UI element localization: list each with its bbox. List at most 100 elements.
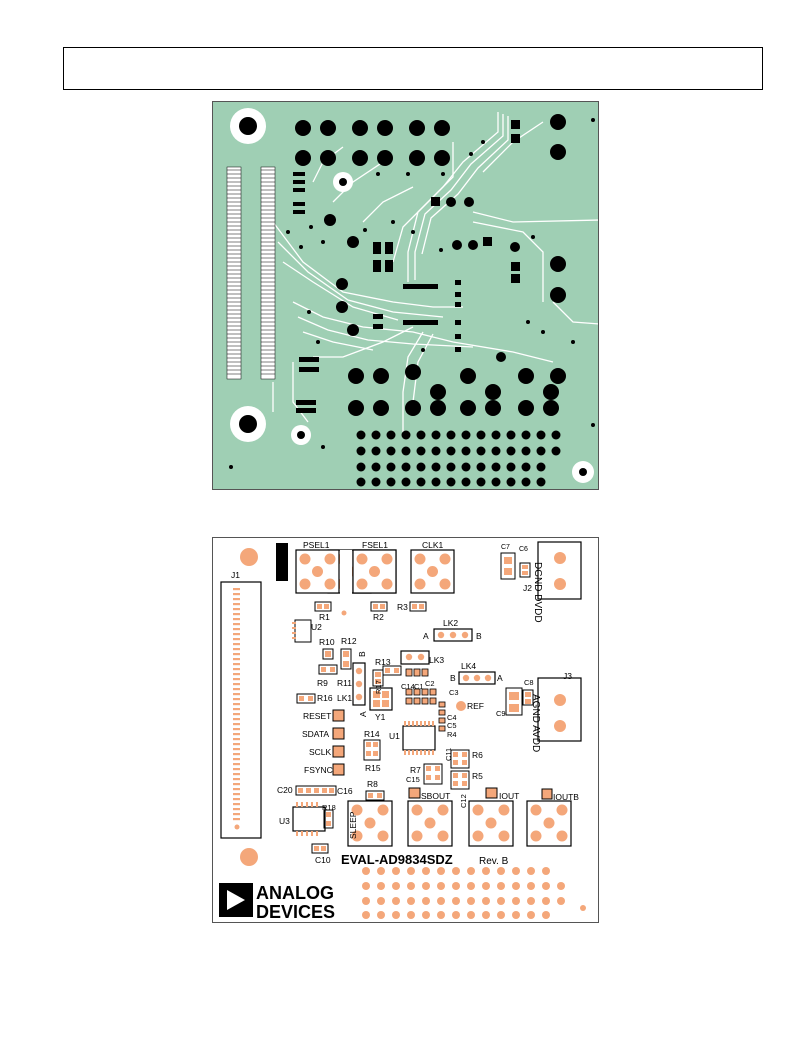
pcb-copper-layer-figure [212, 101, 599, 490]
label-c11: C11 [444, 748, 453, 761]
label-ioutb: IOUTB [553, 792, 579, 802]
label-c20: C20 [277, 785, 293, 795]
sma-connector-ioutb [526, 800, 572, 847]
label-psel1: PSEL1 [303, 540, 330, 550]
label-r7: R7 [410, 765, 421, 775]
testpoint-sclk [332, 745, 345, 758]
logo-line2: DEVICES [256, 902, 335, 922]
label-c16: C16 [337, 786, 353, 796]
label-r8: R8 [367, 779, 378, 789]
mounting-hole [240, 848, 258, 866]
label-r13: R13 [375, 657, 391, 667]
page-header-box [63, 47, 763, 90]
testpoint-sbout [408, 787, 421, 799]
label-c3: C3 [449, 688, 459, 697]
j2-terminal-outline [537, 541, 582, 600]
label-clk1: CLK1 [422, 540, 444, 550]
testpoint-ioutb [541, 788, 553, 800]
label-sdata: SDATA [302, 729, 329, 739]
sma-connector-fsel1 [352, 549, 397, 594]
label-c6: C6 [519, 546, 528, 553]
analog-devices-logo: ANALOG DEVICES [219, 883, 335, 922]
label-b-lk1: B [357, 651, 367, 657]
lk4-jumper [458, 671, 496, 685]
label-iout: IOUT [499, 791, 519, 801]
label-r15: R15 [365, 763, 381, 773]
label-sclk: SCLK [309, 747, 332, 757]
label-lk1: LK1 [337, 693, 352, 703]
testpoint-sdata [332, 727, 345, 740]
label-u1: U1 [389, 731, 400, 741]
logo-line1: ANALOG [256, 883, 334, 903]
label-reset: RESET [303, 711, 331, 721]
label-lk2-b: B [476, 631, 482, 641]
label-r6: R6 [472, 750, 483, 760]
label-c15: C15 [406, 775, 420, 784]
label-dgnd-dvdd: DGND DVDD [532, 562, 543, 623]
label-c1: C1 [414, 682, 424, 691]
label-r17: R17 [374, 680, 383, 694]
label-r10: R10 [319, 637, 335, 647]
sma-connector-psel1 [295, 549, 340, 594]
label-j3: J3 [563, 671, 572, 681]
label-c14: C14 [401, 682, 415, 691]
pcb-copper-layer-art [226, 108, 598, 487]
lk3-jumper [400, 650, 430, 665]
label-r11: R11 [337, 678, 352, 688]
label-r4: R4 [447, 730, 457, 739]
pcb-silkscreen-art: ANALOG DEVICES PSEL1 FSEL1 CLK1 C7 C6 J1… [219, 540, 586, 922]
label-r18: R18 [322, 803, 336, 812]
label-r14: R14 [364, 729, 380, 739]
mounting-hole [240, 548, 258, 566]
label-c10: C10 [315, 855, 331, 865]
j1-connector-outline [220, 581, 262, 839]
label-y1: Y1 [375, 712, 386, 722]
board-name: EVAL-AD9834SDZ [341, 852, 453, 867]
sma-connector-clk1 [410, 549, 455, 594]
lk2-jumper [433, 628, 473, 642]
jumper-block [276, 543, 288, 581]
label-r12: R12 [341, 636, 357, 646]
label-lk4: LK4 [461, 661, 476, 671]
lk1-jumper [352, 662, 366, 706]
label-r16: R16 [317, 693, 333, 703]
label-ref: REF [467, 701, 484, 711]
sma-connector-sbout [407, 800, 453, 847]
label-fsel1: FSEL1 [362, 540, 388, 550]
u3-ic-outline [292, 806, 326, 832]
label-agnd-avdd: AGND AVDD [530, 694, 541, 752]
u1-ic-outline [402, 725, 436, 751]
label-lk2: LK2 [443, 618, 458, 628]
label-r9: R9 [317, 678, 328, 688]
label-r1: R1 [319, 612, 330, 622]
label-u3: U3 [279, 816, 290, 826]
via-grid [362, 867, 586, 919]
label-c8: C8 [524, 678, 534, 687]
label-fsync: FSYNC [304, 765, 333, 775]
label-j2: J2 [523, 583, 532, 593]
label-lk4-b: B [450, 673, 456, 683]
testpoint-reset [332, 709, 345, 722]
label-c12: C12 [459, 794, 468, 808]
label-c7: C7 [501, 544, 510, 551]
pcb-silkscreen-figure: ANALOG DEVICES PSEL1 FSEL1 CLK1 C7 C6 J1… [212, 537, 599, 923]
label-c4: C4 [447, 713, 457, 722]
label-c9: C9 [496, 709, 506, 718]
label-r5: R5 [472, 771, 483, 781]
label-c5: C5 [447, 721, 457, 730]
label-lk3: LK3 [429, 655, 444, 665]
label-sbout: SBOUT [421, 791, 450, 801]
testpoint-iout [485, 787, 498, 799]
sma-connector-sleep [347, 800, 393, 847]
label-sleep: SLEEP [348, 811, 358, 839]
label-r2: R2 [373, 612, 384, 622]
label-c2: C2 [425, 679, 435, 688]
label-j1: J1 [231, 570, 240, 580]
label-lk2-a: A [423, 631, 429, 641]
label-u2: U2 [311, 622, 322, 632]
label-r3: R3 [397, 602, 408, 612]
board-revision: Rev. B [479, 856, 509, 867]
testpoint-fsync [332, 763, 345, 776]
label-a-lk1: A [358, 711, 368, 717]
label-lk4-a: A [497, 673, 503, 683]
